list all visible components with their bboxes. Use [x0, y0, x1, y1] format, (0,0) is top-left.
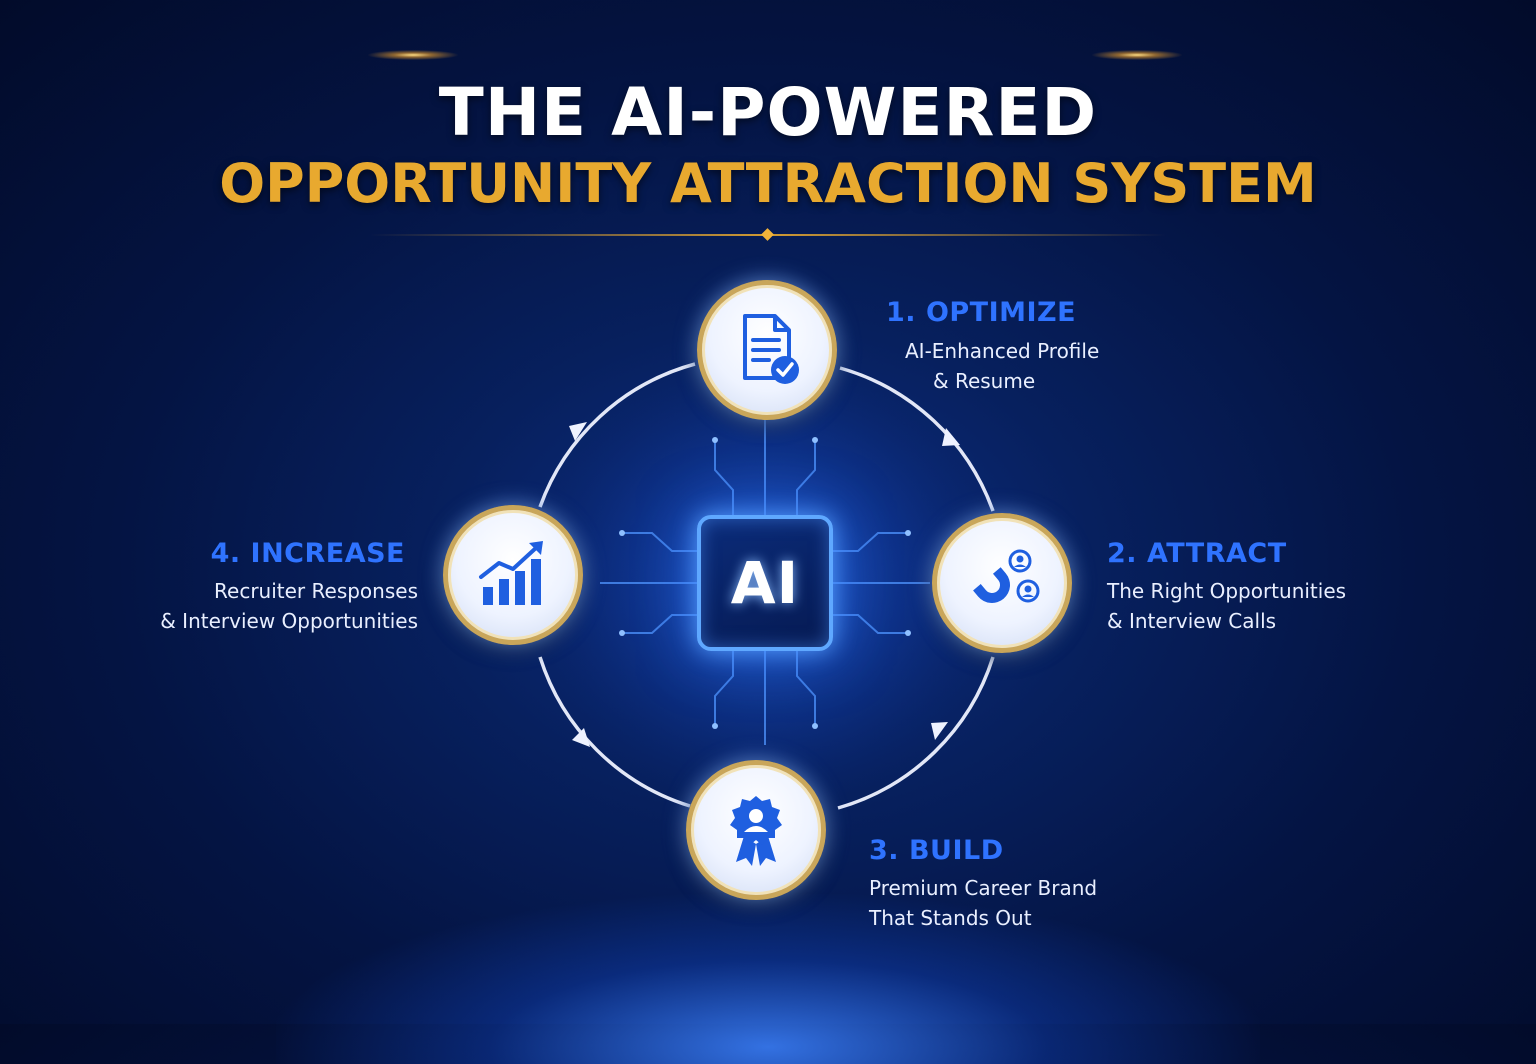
- arrow-build-to-increase: [572, 728, 590, 747]
- node-optimize: [697, 280, 837, 420]
- ai-chip: AI: [697, 515, 833, 651]
- light-flare-left: [368, 50, 458, 60]
- arrow-increase-to-optimize: [569, 422, 587, 441]
- cycle-arrows: [569, 422, 960, 747]
- step-increase-title: 4. INCREASE: [210, 538, 405, 569]
- arrow-optimize-to-attract: [942, 428, 960, 446]
- title-line-2: OPPORTUNITY ATTRACTION SYSTEM: [219, 152, 1317, 215]
- step-attract-line-1: The Right Opportunities: [1107, 579, 1347, 603]
- circuit-traces: [600, 420, 930, 745]
- badge-ribbon-icon: [730, 796, 782, 866]
- step-build-line-2: That Stands Out: [869, 906, 1032, 930]
- step-increase-line-2: & Interview Opportunities: [160, 609, 418, 633]
- cycle-ring: [538, 362, 995, 810]
- node-attract: [932, 513, 1072, 653]
- step-build-title: 3. BUILD: [869, 835, 1004, 866]
- step-attract-title: 2. ATTRACT: [1107, 538, 1287, 569]
- step-increase-line-1: Recruiter Responses: [214, 579, 418, 603]
- step-optimize-line-2: & Resume: [933, 369, 1036, 393]
- document-check-icon: [743, 314, 799, 384]
- step-build-description: Premium Career Brand That Stands Out: [869, 873, 1097, 933]
- title-line-1: THE AI-POWERED: [438, 74, 1098, 151]
- step-attract-description: The Right Opportunities & Interview Call…: [1107, 576, 1346, 636]
- light-flare-right: [1092, 50, 1182, 60]
- magnet-people-icon: [973, 549, 1040, 603]
- step-optimize-title: 1. OPTIMIZE: [886, 297, 1077, 328]
- circuit-nodes: [619, 437, 911, 729]
- node-increase: [443, 505, 583, 645]
- arrow-attract-to-build: [931, 722, 948, 740]
- step-attract-line-2: & Interview Calls: [1107, 609, 1277, 633]
- step-build-line-1: Premium Career Brand: [869, 876, 1098, 900]
- node-build: [686, 760, 826, 900]
- step-increase-description: Recruiter Responses & Interview Opportun…: [160, 576, 418, 636]
- step-optimize-line-1: AI-Enhanced Profile: [905, 339, 1100, 363]
- ai-chip-label: AI: [730, 549, 800, 617]
- growth-chart-icon: [479, 541, 543, 605]
- step-optimize-description: AI-Enhanced Profile & Resume: [905, 336, 1099, 396]
